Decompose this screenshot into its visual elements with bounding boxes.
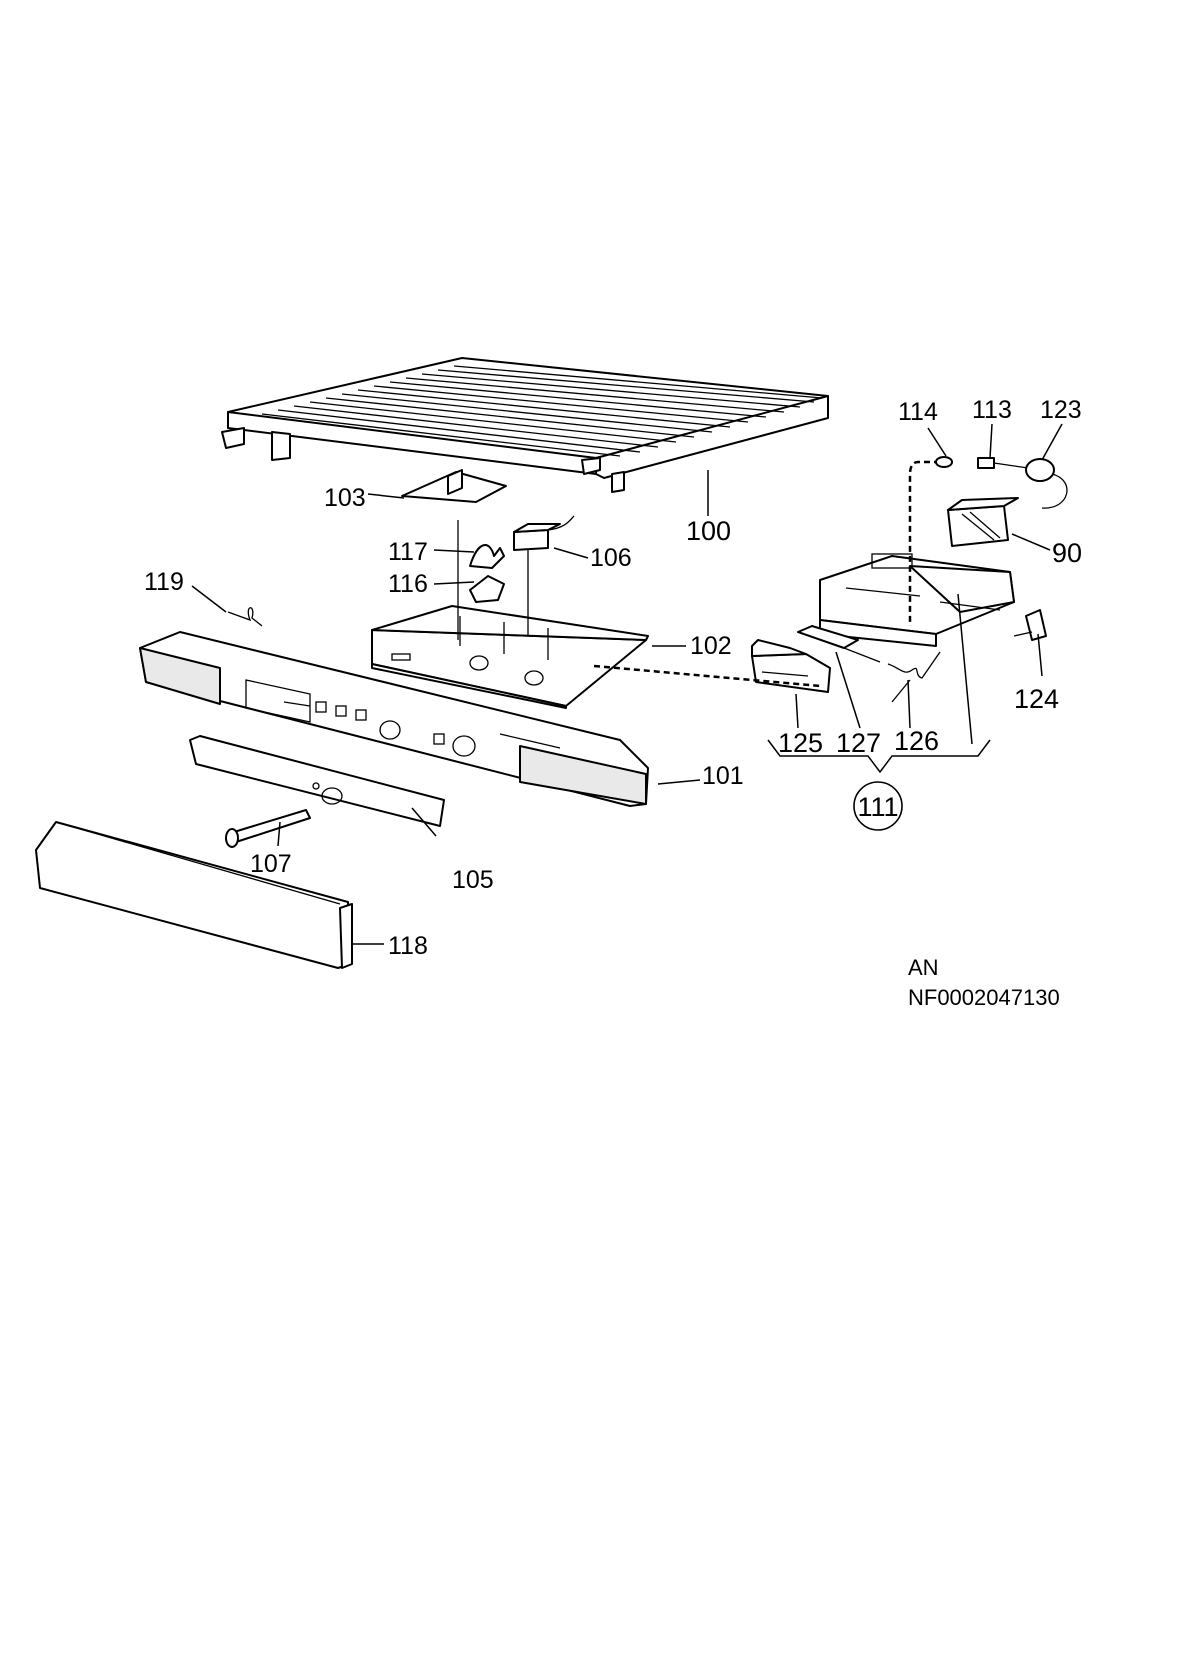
part-116-holder [469,575,505,603]
part-106-module [513,515,575,551]
leader-lines [191,423,1063,945]
part-118-front-flap [35,821,353,969]
label-123: 123 [1040,396,1082,424]
part-111-assembly [819,553,1015,647]
part-107-shaft [225,809,311,848]
reference-code-line1: AN [908,955,939,980]
part-102-control-housing [371,520,649,709]
label-117: 117 [388,538,428,566]
part-101-control-panel [139,631,649,807]
part-105-trim-strip [189,735,445,827]
part-100-top-cover [221,357,829,493]
part-124-hinge [1013,609,1047,641]
part-90-transformer [947,497,1019,547]
label-124: 124 [1014,684,1059,714]
label-105: 105 [452,866,494,894]
label-116: 116 [388,570,428,598]
label-111: 111 [857,792,898,822]
assembly-111-circle [853,781,903,831]
part-labels: 100 103 117 106 119 116 102 101 105 107 … [144,396,1082,960]
reference-code: AN NF0002047130 [908,955,1060,1010]
part-103-bracket [401,469,507,503]
part-126-spring [887,651,941,703]
label-100: 100 [686,516,731,546]
reference-code-line2: NF0002047130 [908,985,1060,1010]
label-119: 119 [144,568,184,596]
label-113: 113 [972,396,1012,424]
part-127-latch [797,625,881,663]
label-103: 103 [324,484,366,512]
label-114: 114 [898,398,938,426]
part-117-clip [469,544,505,569]
link-102-to-125 [593,664,821,688]
label-101: 101 [702,762,744,790]
label-125: 125 [778,728,823,758]
part-114-113-123-lamp [908,456,1068,626]
label-107: 107 [250,850,292,878]
part-125-handle [751,639,831,693]
part-119-spring [227,607,263,627]
label-126: 126 [894,726,939,756]
label-106: 106 [590,544,632,572]
assembly-111-bracket [767,739,991,774]
label-127: 127 [836,728,881,758]
label-90: 90 [1052,538,1082,568]
label-102: 102 [690,632,732,660]
label-118: 118 [388,932,428,960]
